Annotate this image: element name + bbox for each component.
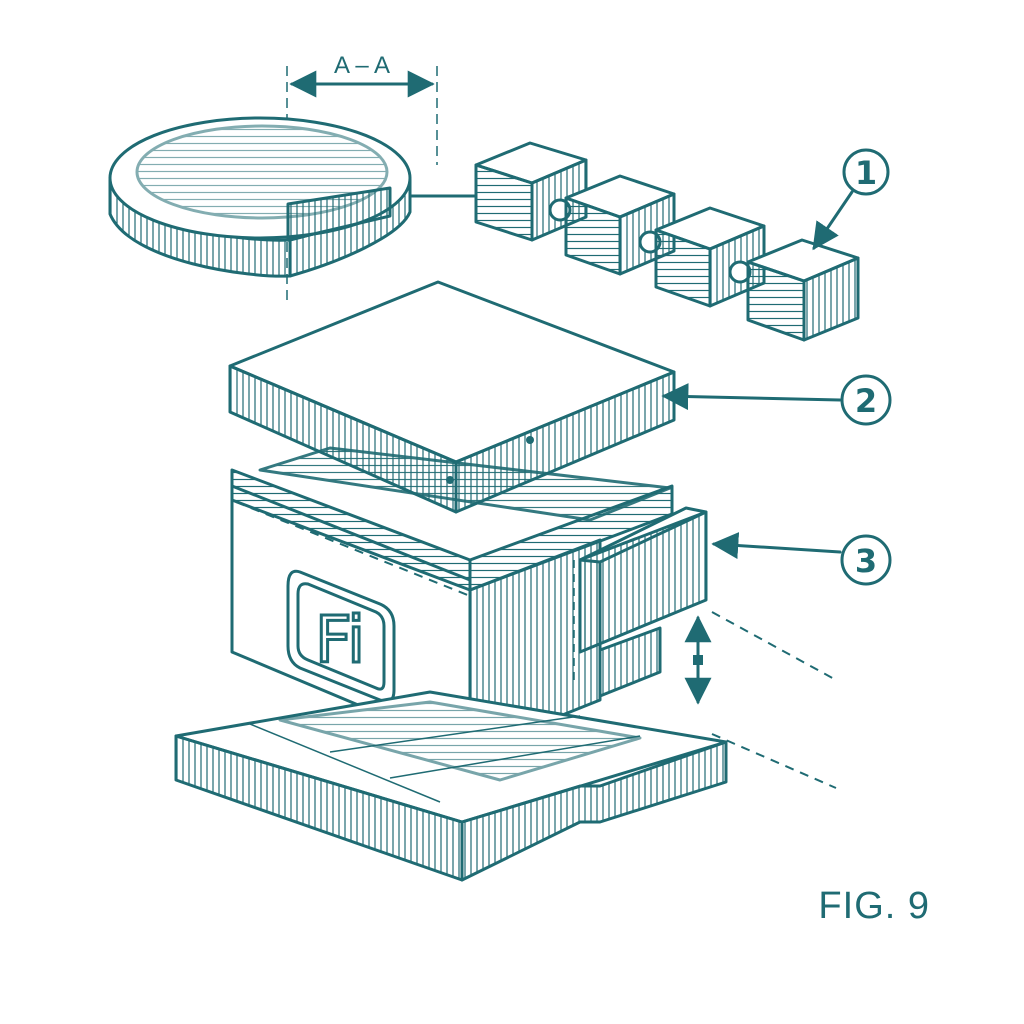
callout-3: 3 xyxy=(711,532,892,586)
cube xyxy=(746,238,860,342)
cube-chain xyxy=(474,141,860,342)
cube xyxy=(474,141,588,242)
height-dimension xyxy=(684,611,837,789)
section-label: A – A xyxy=(334,52,390,79)
disc-part xyxy=(108,116,477,278)
svg-text:1: 1 xyxy=(855,154,877,192)
logo-text: Fi xyxy=(315,604,365,678)
base-board xyxy=(174,690,728,882)
svg-text:3: 3 xyxy=(855,542,877,580)
svg-text:2: 2 xyxy=(855,382,877,420)
callout-1: 1 xyxy=(812,148,890,251)
middle-block: Fi xyxy=(230,446,708,754)
callout-2: 2 xyxy=(661,374,892,426)
figure-label: FIG. 9 xyxy=(818,885,930,927)
